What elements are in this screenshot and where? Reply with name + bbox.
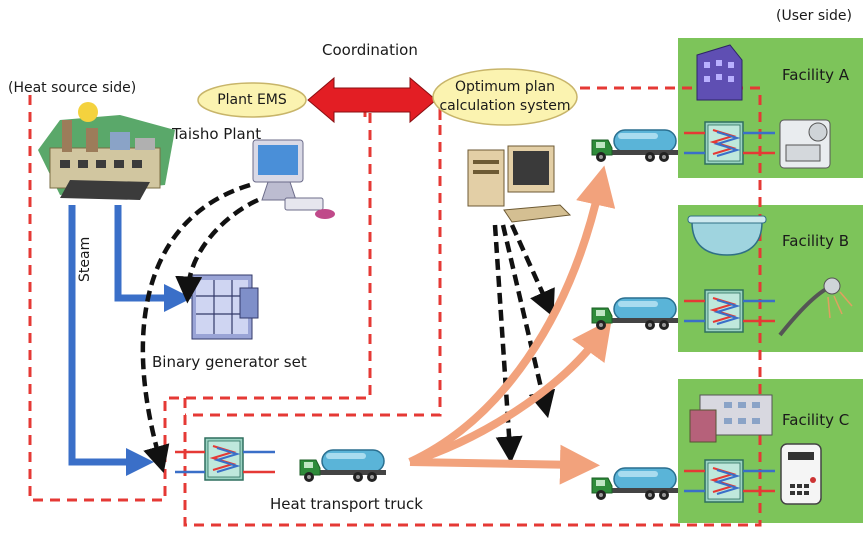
building-icon — [696, 44, 743, 101]
heat-exchanger-icon — [204, 437, 244, 481]
binary-generator-label: Binary generator set — [152, 353, 307, 371]
heat-exchanger-icon — [704, 121, 744, 165]
heat-source-side-label: (Heat source side) — [8, 80, 137, 96]
heat-exchanger-icon — [704, 289, 744, 333]
computer-icon — [252, 139, 335, 219]
appliance-icon — [779, 119, 831, 169]
optimum-plan-label-line1: Optimum plan — [454, 79, 556, 95]
heat-transport-truck-label: Heat transport truck — [270, 495, 423, 513]
facility-c-label: Facility C — [782, 411, 850, 429]
steam-label: Steam — [77, 236, 93, 282]
optimum-plan-ellipse — [432, 68, 578, 126]
generator-icon — [191, 274, 259, 340]
taisho-plant-label: Taisho Plant — [172, 125, 262, 143]
plant-ems-ellipse — [197, 82, 307, 118]
factory-icon — [38, 102, 175, 200]
hospital-icon — [689, 394, 773, 443]
shower-icon — [778, 277, 853, 337]
facility-a-label: Facility A — [782, 66, 849, 84]
coordination-label: Coordination — [322, 41, 418, 59]
plant-ems-label: Plant EMS — [217, 92, 287, 108]
source-exchange-lines — [175, 450, 275, 474]
truck-icon — [299, 449, 387, 483]
truck-icon — [591, 467, 679, 501]
facility-b-label: Facility B — [782, 232, 850, 250]
steam-flow — [68, 205, 192, 476]
user-side-label: (User side) — [776, 8, 852, 24]
coordination-arrow — [307, 76, 437, 124]
bathtub-icon — [687, 215, 767, 256]
truck-icon — [591, 129, 679, 163]
optimum-plan-label-line2: calculation system — [439, 98, 571, 114]
heat-exchanger-icon — [704, 459, 744, 503]
boiler-icon — [780, 443, 822, 505]
server-computer-icon — [467, 145, 572, 223]
truck-routes — [408, 165, 616, 485]
truck-icon — [591, 297, 679, 331]
